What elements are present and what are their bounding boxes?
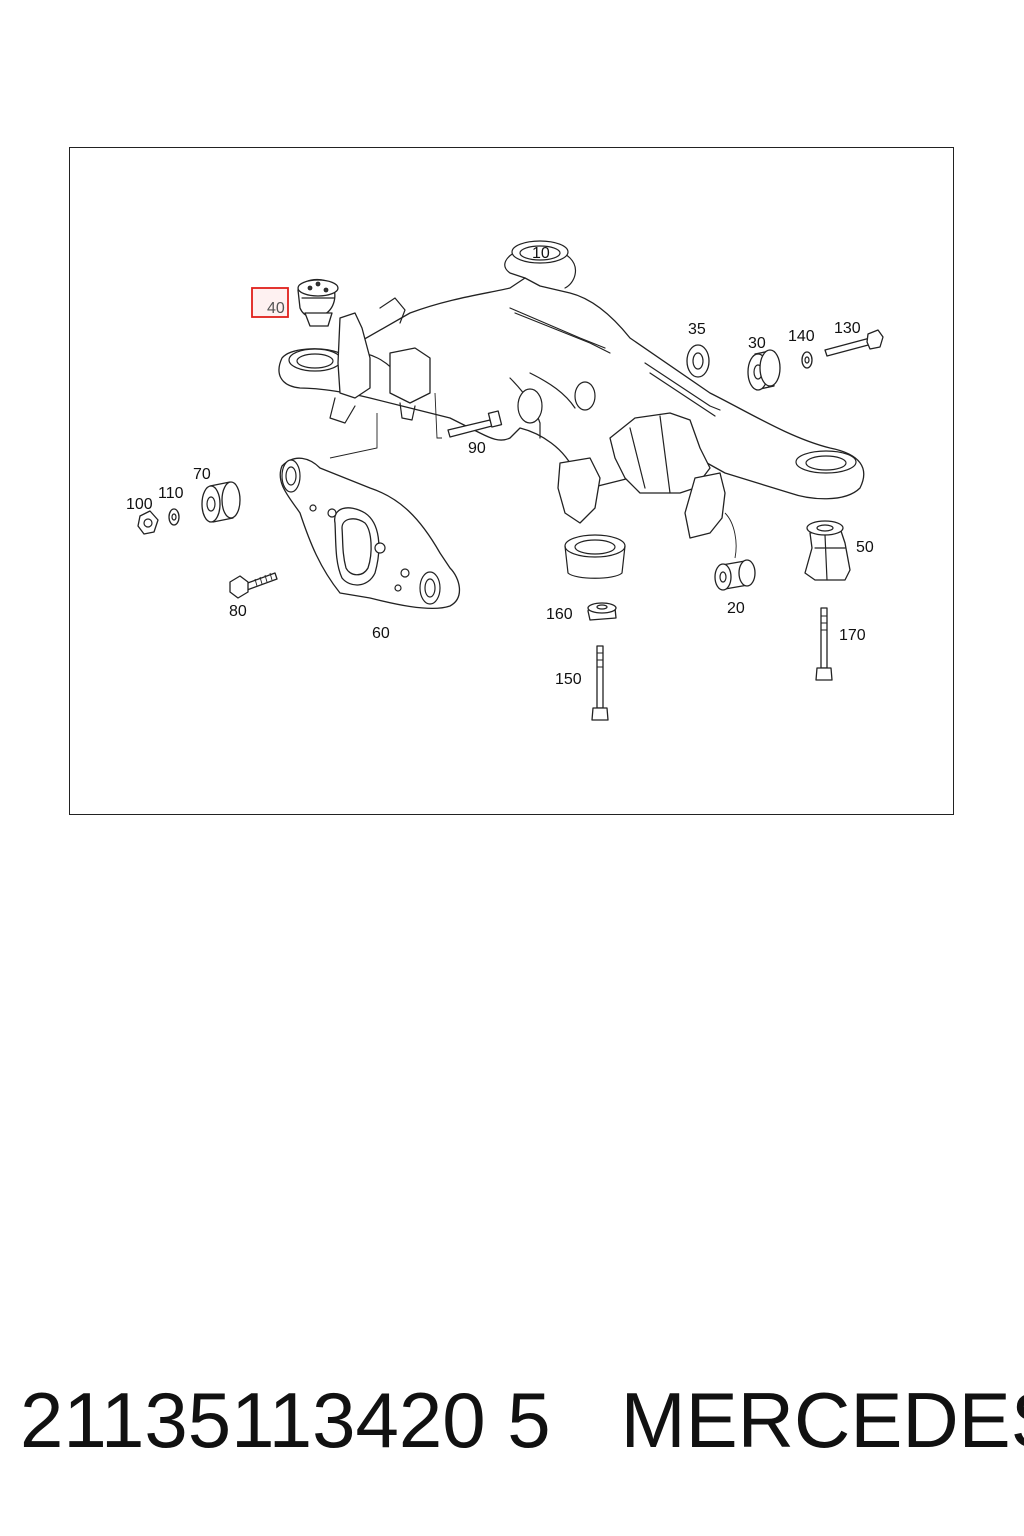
bolt-part-80[interactable] [229, 572, 278, 599]
callout-80: 80 [229, 603, 247, 620]
callout-50: 50 [856, 539, 874, 556]
callout-20: 20 [727, 600, 745, 617]
subframe-part-10[interactable] [278, 240, 865, 579]
bolt-part-170[interactable] [815, 607, 833, 681]
callout-130: 130 [834, 320, 861, 337]
brand-name: MERCEDES [620, 1376, 1024, 1464]
washer-part-110[interactable] [168, 508, 180, 526]
callout-150: 150 [555, 671, 582, 688]
washer-part-140[interactable] [801, 351, 813, 369]
callout-60: 60 [372, 625, 390, 642]
mount-part-50[interactable] [804, 520, 851, 581]
bushing-part-20[interactable] [714, 559, 756, 591]
mount-part-40[interactable] [297, 278, 339, 327]
control-arm-part-60[interactable] [279, 457, 461, 609]
bushing-part-70[interactable] [201, 481, 241, 523]
callout-10: 10 [532, 245, 550, 262]
callout-160: 160 [546, 606, 573, 623]
highlight-box-40 [251, 287, 289, 318]
exploded-parts-diagram: 10 40 35 30 140 130 90 70 100 110 50 80 … [126, 240, 884, 721]
nut-part-100[interactable] [137, 510, 159, 535]
bolt-part-150[interactable] [591, 645, 609, 721]
bolt-part-130[interactable] [824, 329, 884, 357]
bushing-part-35[interactable] [686, 344, 710, 378]
caption: 21135113420 5 MERCEDES [20, 1370, 1024, 1470]
callout-70: 70 [193, 466, 211, 483]
callout-90: 90 [468, 440, 486, 457]
callout-100: 100 [126, 496, 153, 513]
part-number: 21135113420 5 [20, 1376, 551, 1464]
callout-140: 140 [788, 328, 815, 345]
bushing-part-30[interactable] [747, 349, 781, 391]
bolt-part-90[interactable] [447, 410, 503, 438]
callout-110: 110 [158, 485, 184, 502]
callout-35: 35 [688, 321, 706, 338]
diagram-frame: 10 40 35 30 140 130 90 70 100 110 50 80 … [69, 147, 954, 815]
callout-170: 170 [839, 627, 866, 644]
callout-40: 40 [267, 300, 285, 317]
callout-30: 30 [748, 335, 766, 352]
cap-part-160[interactable] [587, 602, 617, 621]
